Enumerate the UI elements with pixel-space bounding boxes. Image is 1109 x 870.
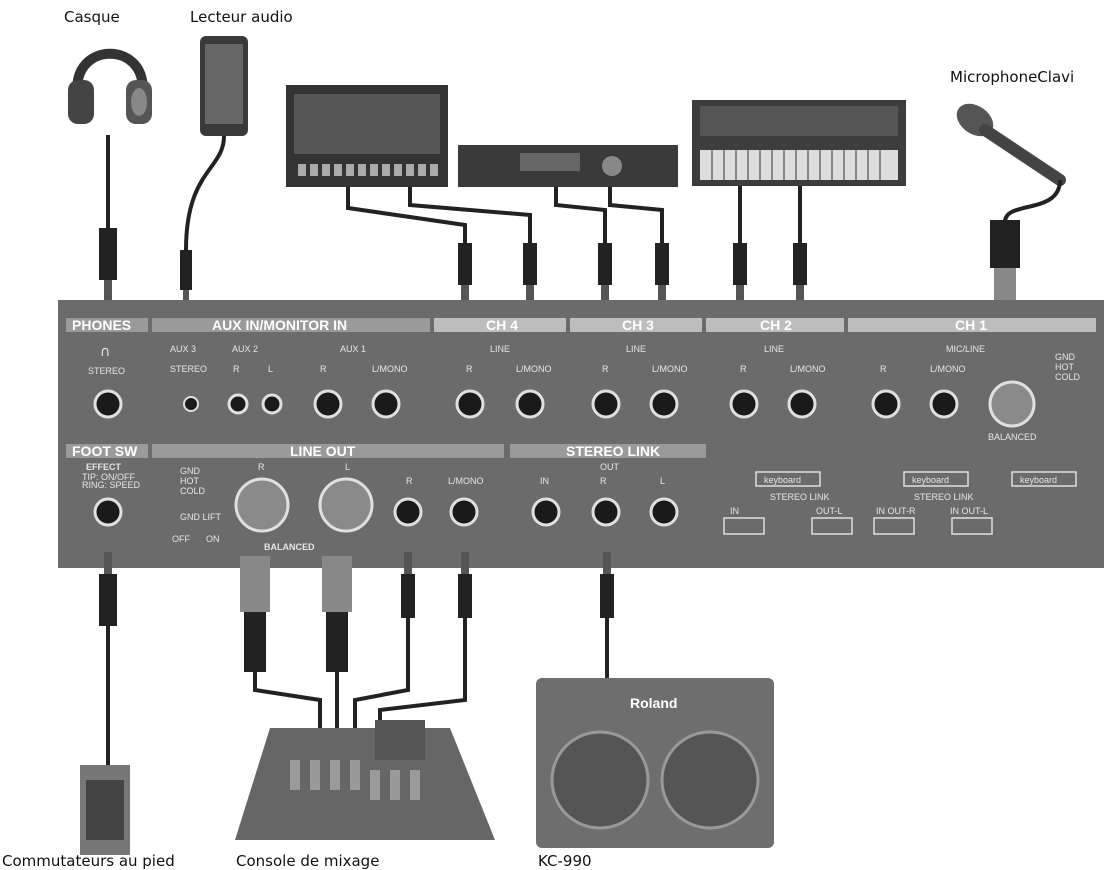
mixing-console-icon (235, 720, 495, 840)
aux1-lmono-label: L/MONO (372, 364, 408, 374)
speaker-kc990-icon (536, 678, 774, 848)
ch1-cold-label: COLD (1055, 372, 1081, 382)
caption-lecteur-audio: Lecteur audio (190, 8, 293, 26)
ch1-lmono-label: L/MONO (930, 364, 966, 374)
keyboard-inoutl-label: IN OUT-L (950, 506, 988, 516)
lineout-title: LINE OUT (290, 443, 356, 459)
microphone-icon (956, 103, 1066, 186)
ch4-line-label: LINE (490, 344, 510, 354)
keyboard-label-2: keyboard (912, 475, 949, 485)
keyboard-link-area (723, 471, 1077, 535)
lineout-cold-label: COLD (180, 486, 206, 496)
lineout-lmono-label: L/MONO (448, 476, 484, 486)
ch2-lmono-label: L/MONO (790, 364, 826, 374)
aux-title: AUX IN/MONITOR IN (212, 317, 347, 333)
lineout-r-label: R (406, 476, 413, 486)
lineout-r-xlr-label: R (258, 462, 265, 472)
keyboard-synth-icon (692, 100, 906, 186)
lineout-l-xlr-label: L (345, 462, 350, 472)
top-plugs (99, 220, 1020, 308)
lineout-gnd-label: GND (180, 466, 201, 476)
aux2-l-label: L (268, 364, 273, 374)
phones-stereo-label: STEREO (88, 366, 125, 376)
rear-panel (58, 300, 1104, 568)
foot-switch-icon (80, 765, 130, 855)
ch1-micline-label: MIC/LINE (946, 344, 985, 354)
ch2-r-label: R (740, 364, 747, 374)
ch3-line-label: LINE (626, 344, 646, 354)
footsw-title: FOOT SW (72, 443, 138, 459)
aux1-r-label: R (320, 364, 327, 374)
lineout-on-label: ON (206, 534, 220, 544)
audio-player-icon (200, 36, 248, 136)
ch1-r-label: R (880, 364, 887, 374)
ch1-balanced-label: BALANCED (988, 432, 1037, 442)
phones-title: PHONES (72, 317, 131, 333)
bottom-plugs (99, 552, 614, 672)
keyboard-in-label: IN (730, 506, 739, 516)
stereolink-in-label: IN (540, 476, 549, 486)
aux3-stereo-label: STEREO (170, 364, 207, 374)
caption-kc990: KC-990 (538, 852, 592, 870)
top-jacks (93, 380, 1036, 428)
panel-headers-bottom (66, 444, 706, 458)
ch4-r-label: R (466, 364, 473, 374)
headphone-glyph-icon: ∩ (100, 344, 110, 360)
aux1-label: AUX 1 (340, 344, 366, 354)
lineout-hot-label: HOT (180, 476, 200, 486)
footsw-sub1-label: TIP: ON/OFF (82, 472, 136, 482)
footsw-sub2-label: RING: SPEED (82, 480, 141, 490)
stereo-link-label-1: STEREO LINK (770, 492, 830, 502)
ch2-line-label: LINE (764, 344, 784, 354)
ch3-lmono-label: L/MONO (652, 364, 688, 374)
lineout-balanced-label: BALANCED (264, 542, 315, 552)
drum-machine-icon (286, 85, 448, 187)
ch1-title: CH 1 (955, 317, 987, 333)
top-cables (106, 135, 1062, 251)
stereo-link-label-2: STEREO LINK (914, 492, 974, 502)
ch3-r-label: R (602, 364, 609, 374)
bottom-jacks (93, 477, 679, 533)
ch2-title: CH 2 (760, 317, 792, 333)
aux3-label: AUX 3 (170, 344, 196, 354)
caption-console: Console de mixage (236, 852, 379, 870)
lineout-gndlift-label: GND LIFT (180, 512, 222, 522)
ch4-title: CH 4 (486, 317, 518, 333)
panel-headers (66, 318, 1096, 332)
keyboard-label-3: keyboard (1020, 475, 1057, 485)
headphones-icon (68, 48, 152, 124)
stereolink-title: STEREO LINK (566, 443, 660, 459)
sound-module-icon (458, 145, 678, 187)
keyboard-outl-label: OUT-L (816, 506, 843, 516)
aux2-label: AUX 2 (232, 344, 258, 354)
bottom-cables (106, 618, 609, 770)
stereolink-r-label: R (600, 476, 607, 486)
caption-commutateurs: Commutateurs au pied (2, 852, 175, 870)
ch1-gnd-label: GND (1055, 352, 1076, 362)
aux2-r-label: R (233, 364, 240, 374)
ch1-hot-label: HOT (1055, 362, 1075, 372)
ch4-lmono-label: L/MONO (516, 364, 552, 374)
speaker-brand-label: Roland (630, 695, 677, 711)
footsw-effect-label: EFFECT (86, 462, 122, 472)
caption-microphone: MicrophoneClavi (950, 68, 1074, 86)
keyboard-inoutr-label: IN OUT-R (876, 506, 916, 516)
keyboard-label-1: keyboard (764, 475, 801, 485)
lineout-off-label: OFF (172, 534, 190, 544)
stereolink-l-label: L (660, 476, 665, 486)
ch3-title: CH 3 (622, 317, 654, 333)
stereolink-out-label: OUT (600, 462, 620, 472)
caption-casque: Casque (64, 8, 120, 26)
